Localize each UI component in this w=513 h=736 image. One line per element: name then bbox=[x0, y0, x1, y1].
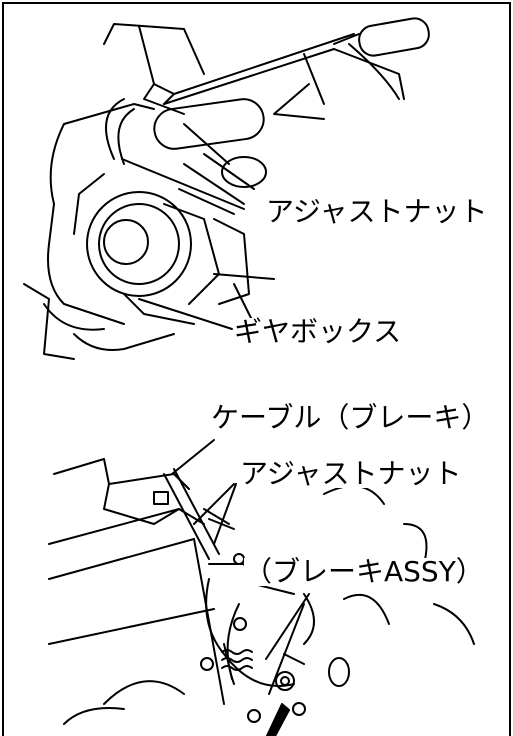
line-illustration bbox=[23, 17, 475, 736]
callout-adjust-nut-bottom: アジャストナット bbox=[240, 457, 462, 490]
engine-illustration bbox=[23, 17, 430, 360]
callout-gearbox: ギヤボックス bbox=[234, 315, 402, 348]
callout-brake-assy: （ブレーキASSY） bbox=[244, 555, 484, 588]
callout-brake-cable: ケーブル（ブレーキ） bbox=[211, 401, 490, 434]
callout-adjust-nut-top: アジャストナット bbox=[266, 195, 488, 228]
brake-illustration bbox=[48, 439, 475, 736]
